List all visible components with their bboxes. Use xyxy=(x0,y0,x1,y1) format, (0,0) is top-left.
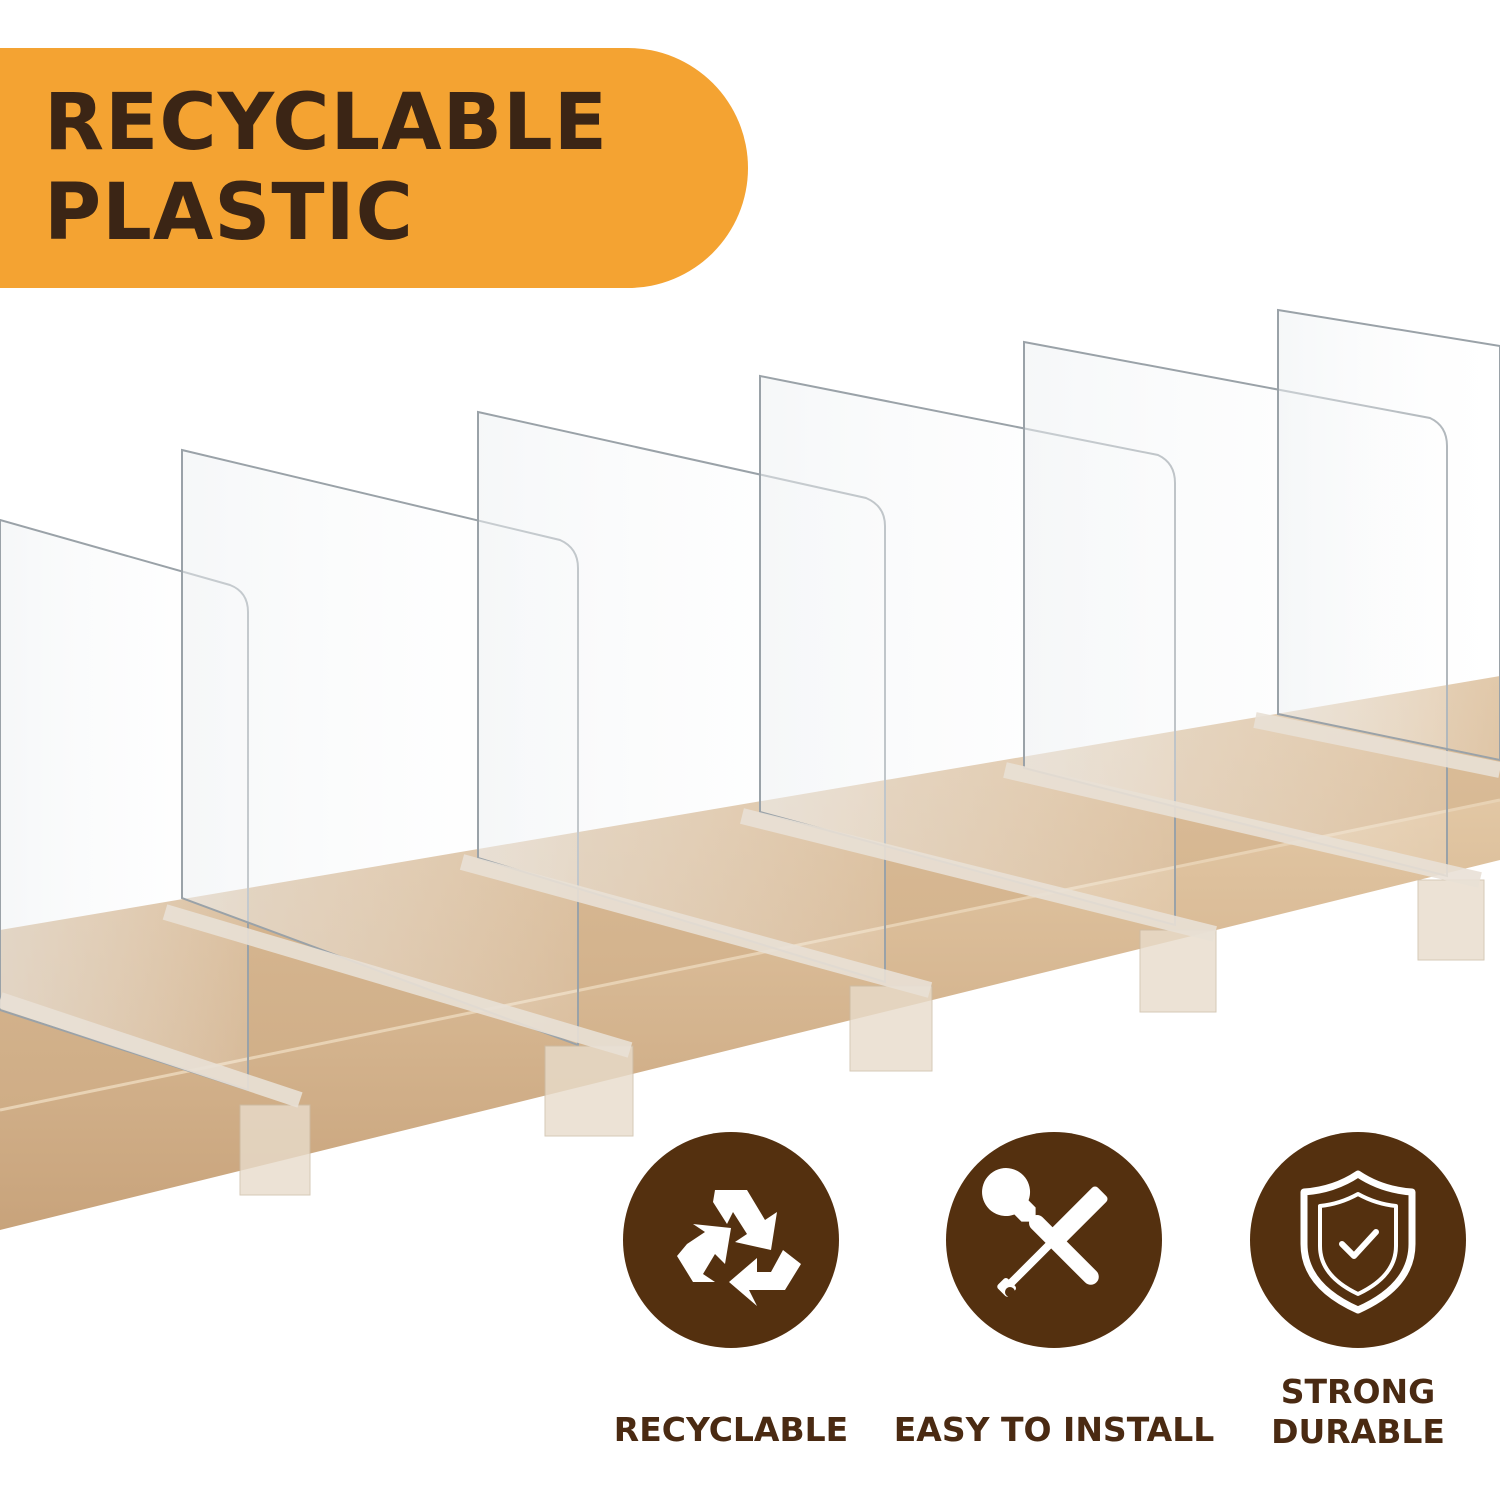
recyclable-badge xyxy=(623,1132,839,1348)
shelf-edge-highlight xyxy=(0,798,1500,1112)
feature-strong: STRONG DURABLE xyxy=(1193,1132,1500,1452)
headline-text: RECYCLABLE PLASTIC xyxy=(44,78,608,258)
strong-label: STRONG DURABLE xyxy=(1193,1372,1500,1452)
feature-recyclable: RECYCLABLE xyxy=(566,1132,896,1450)
tools-icon xyxy=(982,1168,1108,1297)
headline-line-1: RECYCLABLE xyxy=(44,78,609,168)
headline-banner xyxy=(0,48,748,288)
strong-label-line-1: STRONG xyxy=(1280,1372,1436,1411)
feature-install: EASY TO INSTALL xyxy=(889,1132,1219,1450)
recyclable-label: RECYCLABLE xyxy=(613,1410,849,1449)
install-badge xyxy=(946,1132,1162,1348)
recycle-icon xyxy=(677,1190,801,1306)
install-label: EASY TO INSTALL xyxy=(893,1410,1215,1449)
shield-check-icon xyxy=(1300,1170,1416,1314)
divider-6 xyxy=(1253,308,1500,778)
strong-badge xyxy=(1250,1132,1466,1348)
headline-line-2: PLASTIC xyxy=(44,168,414,258)
strong-label-line-2: DURABLE xyxy=(1271,1412,1445,1451)
